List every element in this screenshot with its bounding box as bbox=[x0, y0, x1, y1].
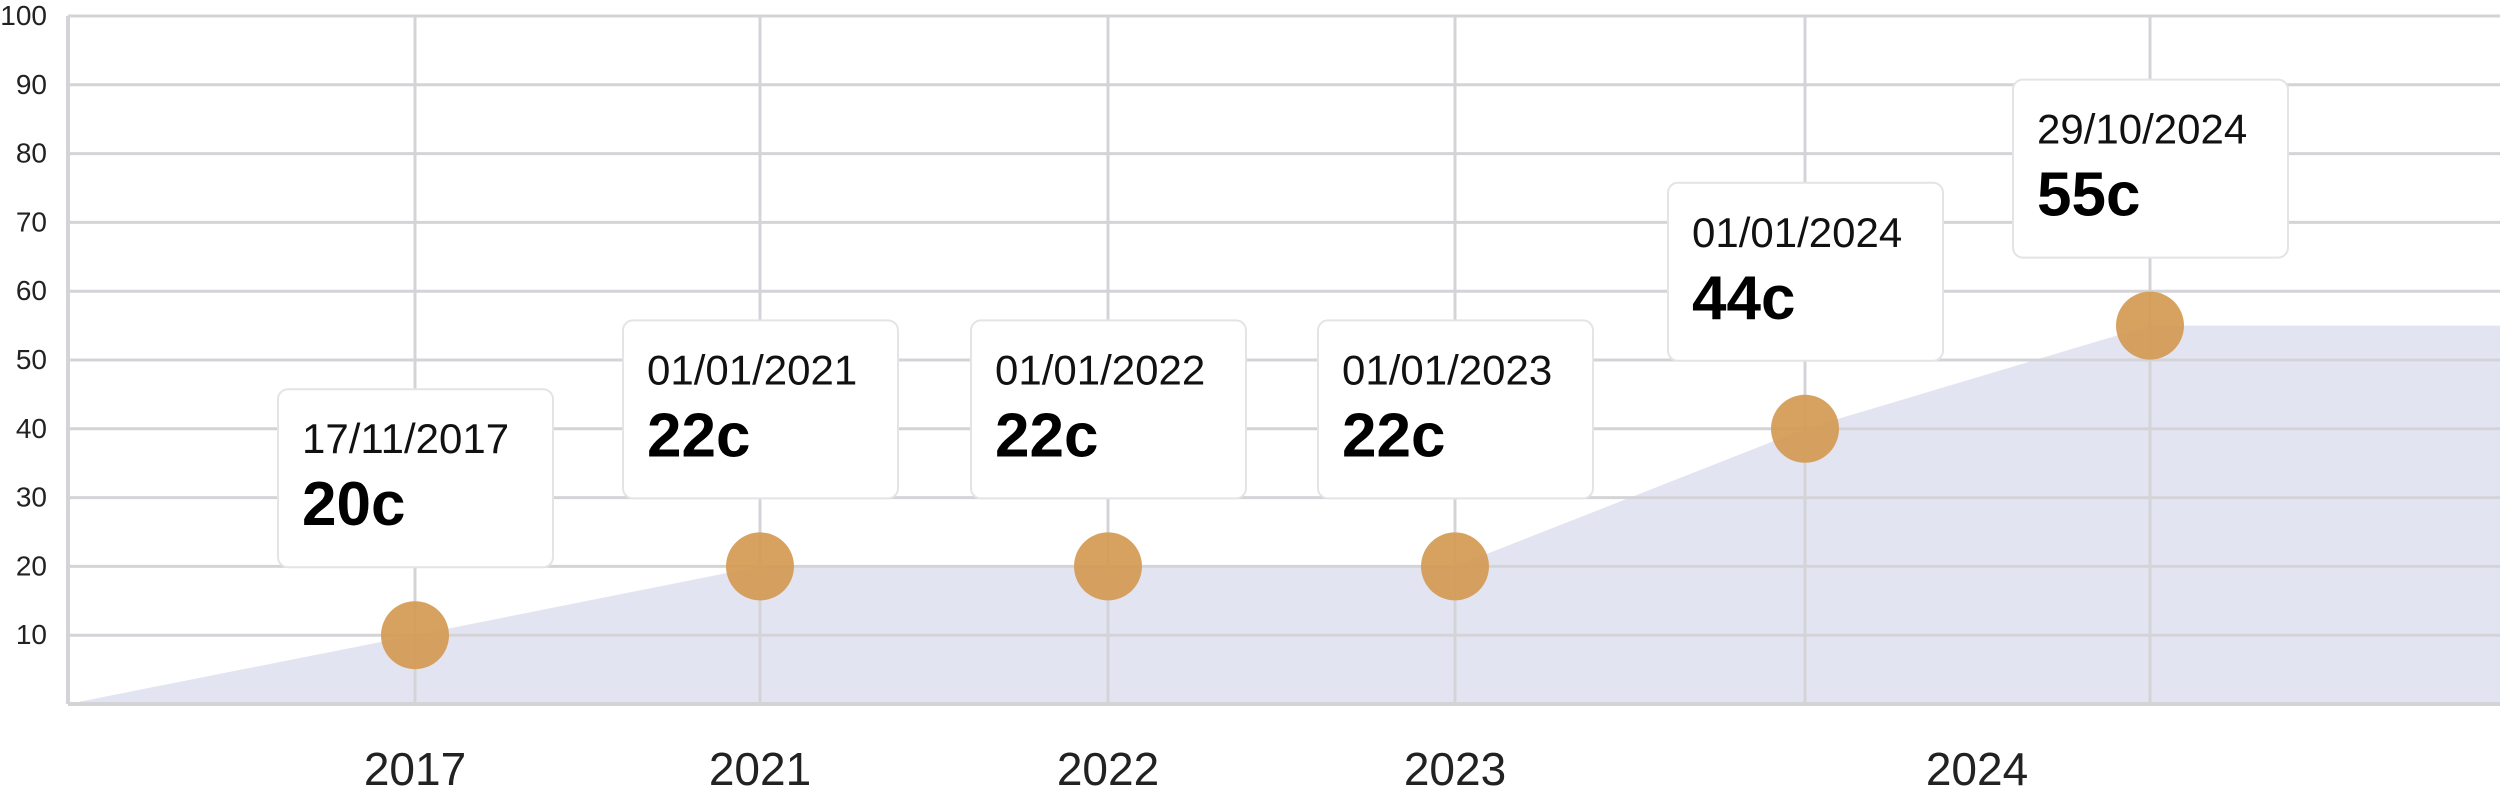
y-tick-label: 100 bbox=[0, 0, 47, 31]
y-tick-label: 30 bbox=[16, 482, 47, 513]
data-point-marker bbox=[381, 601, 449, 670]
data-callout: 01/01/2021 22c bbox=[622, 319, 899, 500]
callout-value: 55c bbox=[2037, 161, 2140, 230]
data-callout: 01/01/2024 44c bbox=[1667, 181, 1944, 362]
callout-date: 29/10/2024 bbox=[2037, 106, 2247, 153]
data-point-marker bbox=[1771, 394, 1839, 463]
y-tick-label: 10 bbox=[16, 619, 47, 650]
data-callout: 01/01/2022 22c bbox=[970, 319, 1247, 500]
x-tick-label: 2021 bbox=[709, 743, 811, 795]
callout-value: 22c bbox=[647, 401, 750, 470]
callout-value: 22c bbox=[995, 401, 1098, 470]
data-callout: 29/10/2024 55c bbox=[2012, 78, 2289, 259]
y-tick-label: 40 bbox=[16, 413, 47, 444]
data-point-marker bbox=[1074, 532, 1142, 601]
callout-card bbox=[277, 388, 554, 569]
callout-card bbox=[622, 319, 899, 500]
callout-date: 17/11/2017 bbox=[302, 415, 509, 462]
x-tick-label: 2024 bbox=[1926, 743, 2028, 795]
x-tick-label: 2017 bbox=[364, 743, 466, 795]
callout-value: 20c bbox=[302, 470, 405, 539]
callout-value: 22c bbox=[1342, 401, 1445, 470]
y-tick-label: 70 bbox=[16, 206, 47, 237]
area-fill bbox=[68, 325, 2500, 704]
callout-date: 01/01/2022 bbox=[995, 346, 1205, 393]
y-tick-label: 60 bbox=[16, 275, 47, 306]
x-tick-label: 2022 bbox=[1057, 743, 1159, 795]
data-callout: 01/01/2023 22c bbox=[1317, 319, 1594, 500]
callout-card bbox=[1317, 319, 1594, 500]
callout-date: 01/01/2024 bbox=[1692, 209, 1902, 256]
y-tick-label: 90 bbox=[16, 69, 47, 100]
y-tick-label: 50 bbox=[16, 344, 47, 375]
callout-date: 01/01/2021 bbox=[647, 346, 857, 393]
callout-card bbox=[1667, 181, 1944, 362]
callout-value: 44c bbox=[1692, 264, 1795, 333]
data-point-marker bbox=[1421, 532, 1489, 601]
y-tick-label: 80 bbox=[16, 138, 47, 169]
x-tick-label: 2023 bbox=[1404, 743, 1506, 795]
data-point-marker bbox=[726, 532, 794, 601]
data-callout: 17/11/2017 20c bbox=[277, 388, 554, 569]
callout-date: 01/01/2023 bbox=[1342, 346, 1552, 393]
y-tick-label: 20 bbox=[16, 550, 47, 581]
callout-card bbox=[2012, 78, 2289, 259]
callout-card bbox=[970, 319, 1247, 500]
data-point-marker bbox=[2116, 291, 2184, 360]
